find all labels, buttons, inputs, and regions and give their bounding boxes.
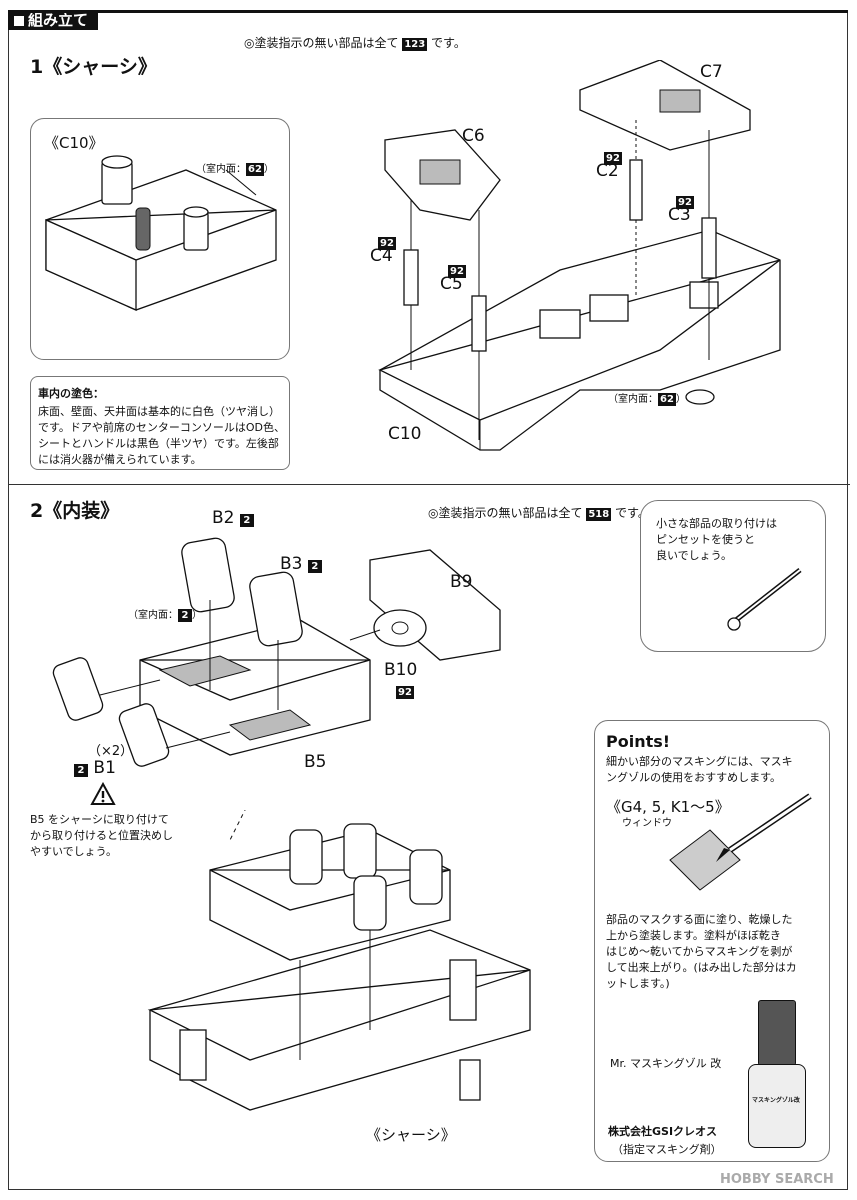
code-b1: 2 [74,764,88,777]
paint-box-title: 車内の塗色： [38,387,104,400]
tip-line-3: 良いでしょう。 [656,549,733,562]
label-b2: B2 2 [212,508,254,528]
step1-interior-prefix: （室内面： [608,394,658,405]
paint-box-line-1: 床面、壁面、天井面は基本的に白色（ツヤ消し） [38,405,280,418]
step1-interior-suffix: ） [675,394,686,405]
warning-line-2: から取り付けると位置決めし [30,829,173,842]
label-c7: C7 [700,62,723,82]
points-body-1: 部品のマスクする面に塗り、乾燥した [606,913,793,926]
c10-inset-interior-code: 62 [246,163,264,176]
assembly-drawing [147,810,531,1111]
step1-paint-note-suffix: です。 [431,36,466,50]
interior-drawing [52,537,501,767]
points-product-name: Mr. マスキングゾル 改 [610,1057,722,1070]
c10-inset-interior-prefix: （室内面： [196,164,246,175]
step2-interior-prefix: （室内面： [128,610,178,621]
code-c5: 92 [448,265,466,278]
code-b3: 2 [307,560,322,573]
points-title: Points! [606,732,671,751]
label-b3-text: B3 [280,554,303,574]
label-b1-text: B1 [93,758,116,778]
step2-interior-suffix: ） [192,610,202,621]
code-c3-wrap: 92 [676,190,694,209]
code-c5-wrap: 92 [448,259,466,278]
points-body-4: して出来上がり。(はみ出した部分はカ [606,961,797,974]
step2-interior-label: （室内面：2） [128,606,202,622]
label-b5: B5 [304,752,327,772]
points-body-2: 上から塗装します。塗料がほぼ乾き [606,929,781,942]
c10-inset-drawing [45,155,277,312]
step1-title: 1《シャーシ》 [30,56,157,78]
tweezers-icon [727,568,802,631]
c10-inset-title: 《C10》 [44,134,104,152]
label-c2: C2 [596,161,619,181]
step2-paint-note: ◎塗装指示の無い部品は全て 518 です。 [428,504,650,521]
chassis-label: 《シャーシ》 [366,1126,456,1144]
tip-line-1: 小さな部品の取り付けは [656,517,777,530]
label-c6: C6 [462,126,485,146]
header-tab: 組み立て [8,10,99,30]
spring-c4 [403,200,419,370]
bottle-label: マスキングゾル改 [752,1097,800,1104]
step1-paint-note: ◎塗装指示の無い部品は全て 123 です。 [244,34,466,51]
paint-box-line-3: シートとハンドルは黒色（半ツヤ）です。左後部 [38,437,279,450]
step2-title: 2《内装》 [30,500,120,522]
step2-paint-note-prefix: ◎塗装指示の無い部品は全て [428,506,583,520]
paint-box-line-2: です。ドアや前席のセンターコンソールはOD色、 [38,421,286,434]
paint-box [30,376,290,470]
warning-icon [90,782,116,805]
points-parts-title: 《G4, 5, K1〜5》 [606,798,730,816]
points-line-1: 細かい部分のマスキングには、マスキ [606,755,793,768]
watermark: HOBBY SEARCH [720,1172,834,1187]
code-b10-wrap: 92 [396,680,414,699]
step1-interior-label: （室内面：62） [608,390,686,406]
paint-box-line-4: には消火器が備えられています。 [38,453,202,466]
warning-line-1: B5 をシャーシに取り付けて [30,813,169,826]
spring-c3 [701,130,717,360]
spring-c5 [471,210,487,440]
points-body-3: はじめ〜乾いてからマスキングを剥が [606,945,793,958]
code-c4-wrap: 92 [378,231,396,250]
spring-c2 [629,120,643,295]
header-title: 組み立て [28,11,89,29]
label-b2-text: B2 [212,508,235,528]
step1-paint-code: 123 [402,38,428,51]
code-b2: 2 [239,514,254,527]
label-b1: 2 B1 [74,758,116,778]
chassis-drawing-step1 [378,60,781,451]
code-b10: 92 [396,686,414,699]
warning-line-3: やすいでしょう。 [30,845,118,858]
bottle-body [748,1064,806,1148]
points-maker: 株式会社GSIクレオス [608,1125,718,1138]
code-c4: 92 [378,237,396,250]
code-c2: 92 [604,152,622,165]
label-b1-qty: （×2） [88,744,134,759]
section-separator [8,484,850,485]
label-c5: C5 [440,274,463,294]
label-c3: C3 [668,205,691,225]
step2-paint-code: 518 [586,508,612,521]
code-c2-wrap: 92 [604,146,622,165]
label-c4: C4 [370,246,393,266]
code-c3: 92 [676,196,694,209]
c10-inset-interior-suffix: ） [263,164,274,175]
masking-brush-icon [669,793,812,891]
label-b3: B3 2 [280,554,322,574]
points-maker-note: （指定マスキング剤） [612,1143,722,1156]
label-b10: B10 [384,660,418,680]
label-c10: C10 [388,424,422,444]
c10-inset-interior-label: （室内面：62） [196,160,274,176]
points-line-2: ングゾルの使用をおすすめします。 [606,771,782,784]
step2-interior-code: 2 [178,609,192,622]
tip-line-2: ピンセットを使うと [656,533,755,546]
header-rule [8,10,848,13]
step1-paint-note-prefix: ◎塗装指示の無い部品は全て [244,36,399,50]
masking-sol-bottle: マスキングゾル改 [746,1000,806,1150]
bottle-cap [758,1000,796,1066]
points-body-5: ットします。) [606,977,670,990]
label-b9: B9 [450,572,473,592]
step1-interior-code: 62 [658,393,676,406]
points-parts-sub: ウィンドウ [622,818,672,829]
